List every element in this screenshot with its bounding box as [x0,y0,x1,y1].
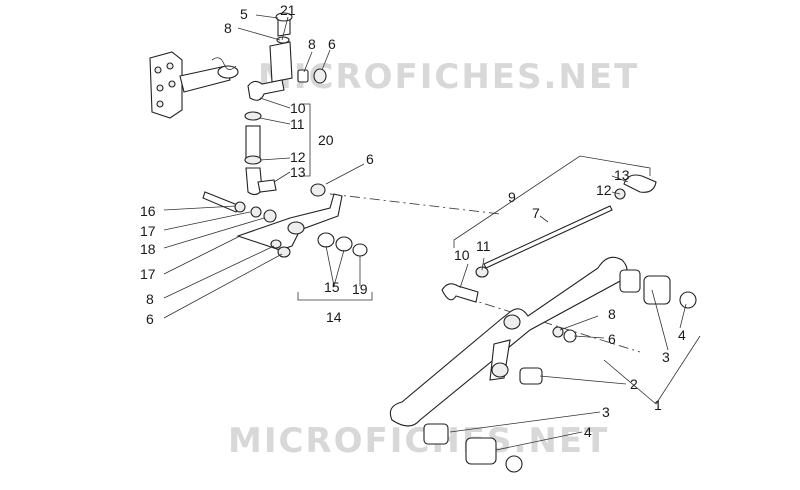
callout-13-upper: 13 [290,164,306,180]
callout-11-upper: 11 [290,116,305,132]
callout-16: 16 [140,203,156,219]
leader-lines [163,14,701,451]
callout-2: 2 [630,376,638,392]
rear-peg-rubber [619,269,697,309]
shift-shaft-assembly [149,12,327,119]
lower-link-rod [441,174,657,303]
callout-15: 15 [324,279,340,295]
callout-18: 18 [140,241,156,257]
upper-link-rod [244,79,285,196]
callout-13-lower: 13 [614,167,630,183]
callout-6-left: 6 [146,311,154,327]
callout-labels: 5 21 8 8 6 10 11 20 12 13 6 16 17 18 17 … [140,2,686,440]
callout-21: 21 [280,2,296,18]
heel-toe-shift-lever [389,256,628,427]
callout-17-lower: 17 [140,266,156,282]
callout-1: 1 [654,397,662,413]
callout-17-upper: 17 [140,223,156,239]
callout-7: 7 [532,205,540,221]
callout-12-upper: 12 [290,149,306,165]
callout-19: 19 [352,281,368,297]
callout-10-lower: 10 [454,247,470,263]
callout-6-right: 6 [608,331,616,347]
callout-11-lower: 11 [476,238,491,254]
callout-8-right: 8 [608,306,616,322]
callout-6-mid: 6 [366,151,374,167]
front-peg-rubber [423,423,523,473]
watermark-bottom: MICROFICHES.NET [228,421,609,461]
callout-20: 20 [318,132,334,148]
callout-4-bottom: 4 [584,424,592,440]
callout-6-top: 6 [328,36,336,52]
callout-8-left: 8 [146,291,154,307]
callout-5: 5 [240,6,248,22]
callout-14: 14 [326,309,342,325]
callout-10-upper: 10 [290,100,306,116]
callout-12-lower: 12 [596,182,612,198]
callout-8-top: 8 [224,20,232,36]
callout-3-bottom: 3 [602,404,610,420]
callout-9: 9 [508,189,516,205]
callout-3-right: 3 [662,349,670,365]
callout-4-right: 4 [678,327,686,343]
callout-8-top-right: 8 [308,36,316,52]
upper-gear-lever [202,183,368,258]
